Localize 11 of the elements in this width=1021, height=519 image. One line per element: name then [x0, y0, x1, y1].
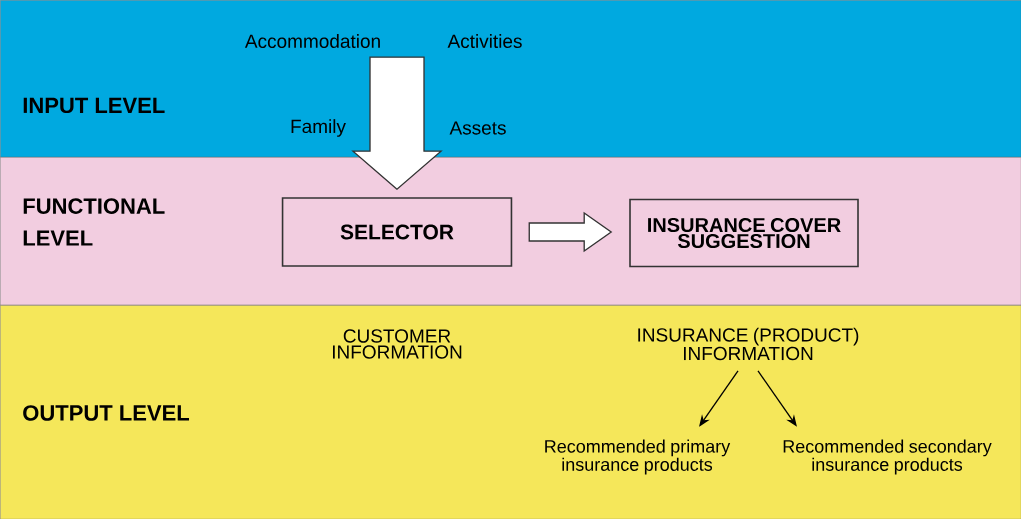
block-arrow [528, 211, 613, 253]
info-text: Recommended secondary insurance products [783, 439, 992, 475]
process-box: INSURANCE COVER SUGGESTION [629, 198, 859, 268]
input-label: Assets [449, 121, 506, 135]
info-text: CUSTOMER INFORMATION [332, 329, 462, 359]
input-label: Accommodation [244, 34, 380, 48]
input-label: Family [291, 119, 346, 137]
info-text: INSURANCE (PRODUCT) INFORMATION [638, 327, 859, 361]
info-text: Recommended primary insurance products [545, 439, 731, 475]
input-label: Activities [447, 34, 522, 48]
process-box: SELECTOR [281, 197, 513, 267]
